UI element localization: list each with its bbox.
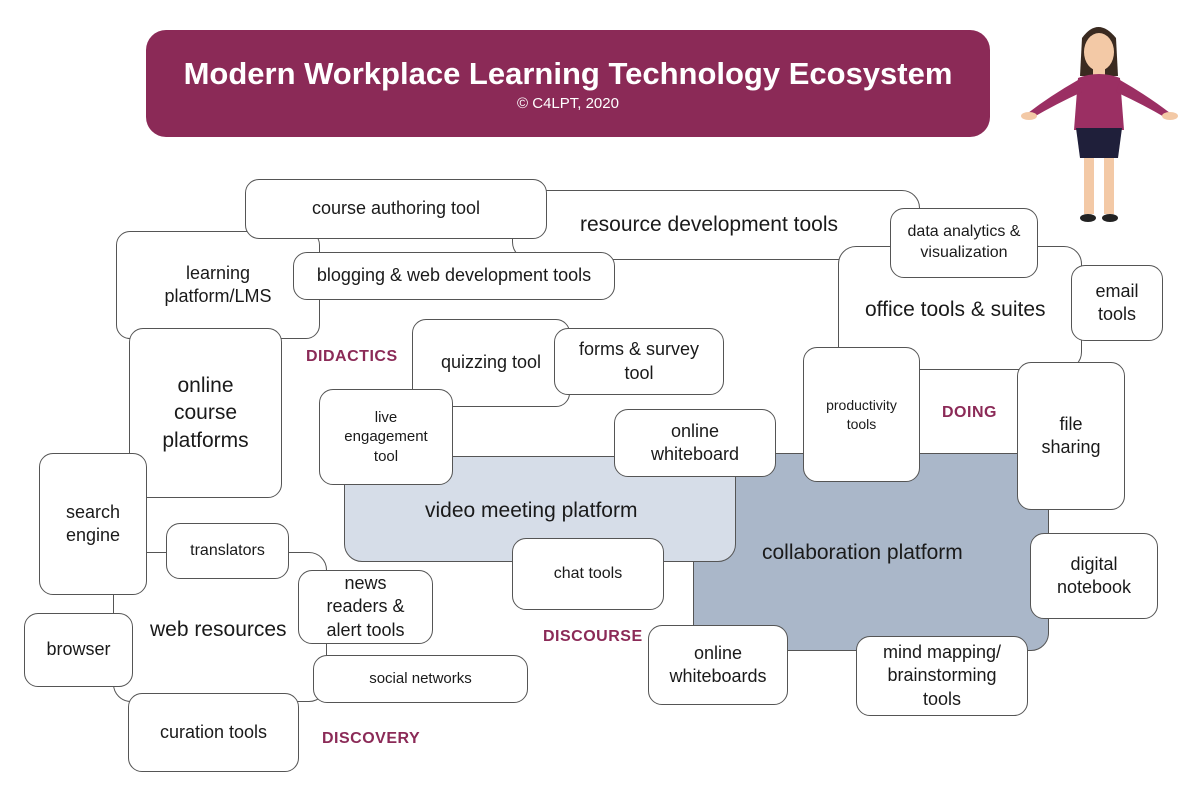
copyright-note: © C4LPT, 2020	[517, 95, 619, 112]
doing-label: DOING	[942, 404, 997, 421]
news-readers-box: news readers & alert tools	[298, 570, 433, 644]
didactics-label: DIDACTICS	[306, 348, 398, 365]
forms-survey-box: forms & survey tool	[554, 328, 724, 395]
web-resources-label: web resources	[150, 618, 287, 641]
social-networks-box: social networks	[313, 655, 528, 703]
title-banner: Modern Workplace Learning Technology Eco…	[146, 30, 990, 137]
email-box: email tools	[1071, 265, 1163, 341]
presenter-illustration	[1021, 27, 1178, 222]
course-authoring-box: course authoring tool	[245, 179, 547, 239]
online-whiteboard-box: online whiteboard	[614, 409, 776, 477]
data-analytics-box: data analytics & visualization	[890, 208, 1038, 278]
discovery-label: DISCOVERY	[322, 730, 421, 747]
blogging-box: blogging & web development tools	[293, 252, 615, 300]
collaboration-platform-label: collaboration platform	[762, 541, 963, 564]
video-meeting-label: video meeting platform	[425, 499, 638, 522]
resource-development-label: resource development tools	[580, 213, 838, 236]
live-engagement-box: live engagement tool	[319, 389, 453, 485]
learning-platform-box: learning platform/LMS	[116, 231, 320, 339]
diagram-title: Modern Workplace Learning Technology Eco…	[183, 56, 953, 91]
curation-tools-box: curation tools	[128, 693, 299, 772]
office-tools-label: office tools & suites	[865, 298, 1046, 321]
chat-tools-box: chat tools	[512, 538, 664, 610]
mind-mapping-box: mind mapping/ brainstorming tools	[856, 636, 1028, 716]
productivity-box: productivity tools	[803, 347, 920, 482]
file-sharing-box: file sharing	[1017, 362, 1125, 510]
online-course-box: online course platforms	[129, 328, 282, 498]
collaboration-platform-region	[693, 453, 1049, 651]
browser-box: browser	[24, 613, 133, 687]
digital-notebook-box: digital notebook	[1030, 533, 1158, 619]
discourse-label: DISCOURSE	[543, 628, 643, 645]
translators-box: translators	[166, 523, 289, 579]
online-whiteboards-box: online whiteboards	[648, 625, 788, 705]
search-engine-box: search engine	[39, 453, 147, 595]
